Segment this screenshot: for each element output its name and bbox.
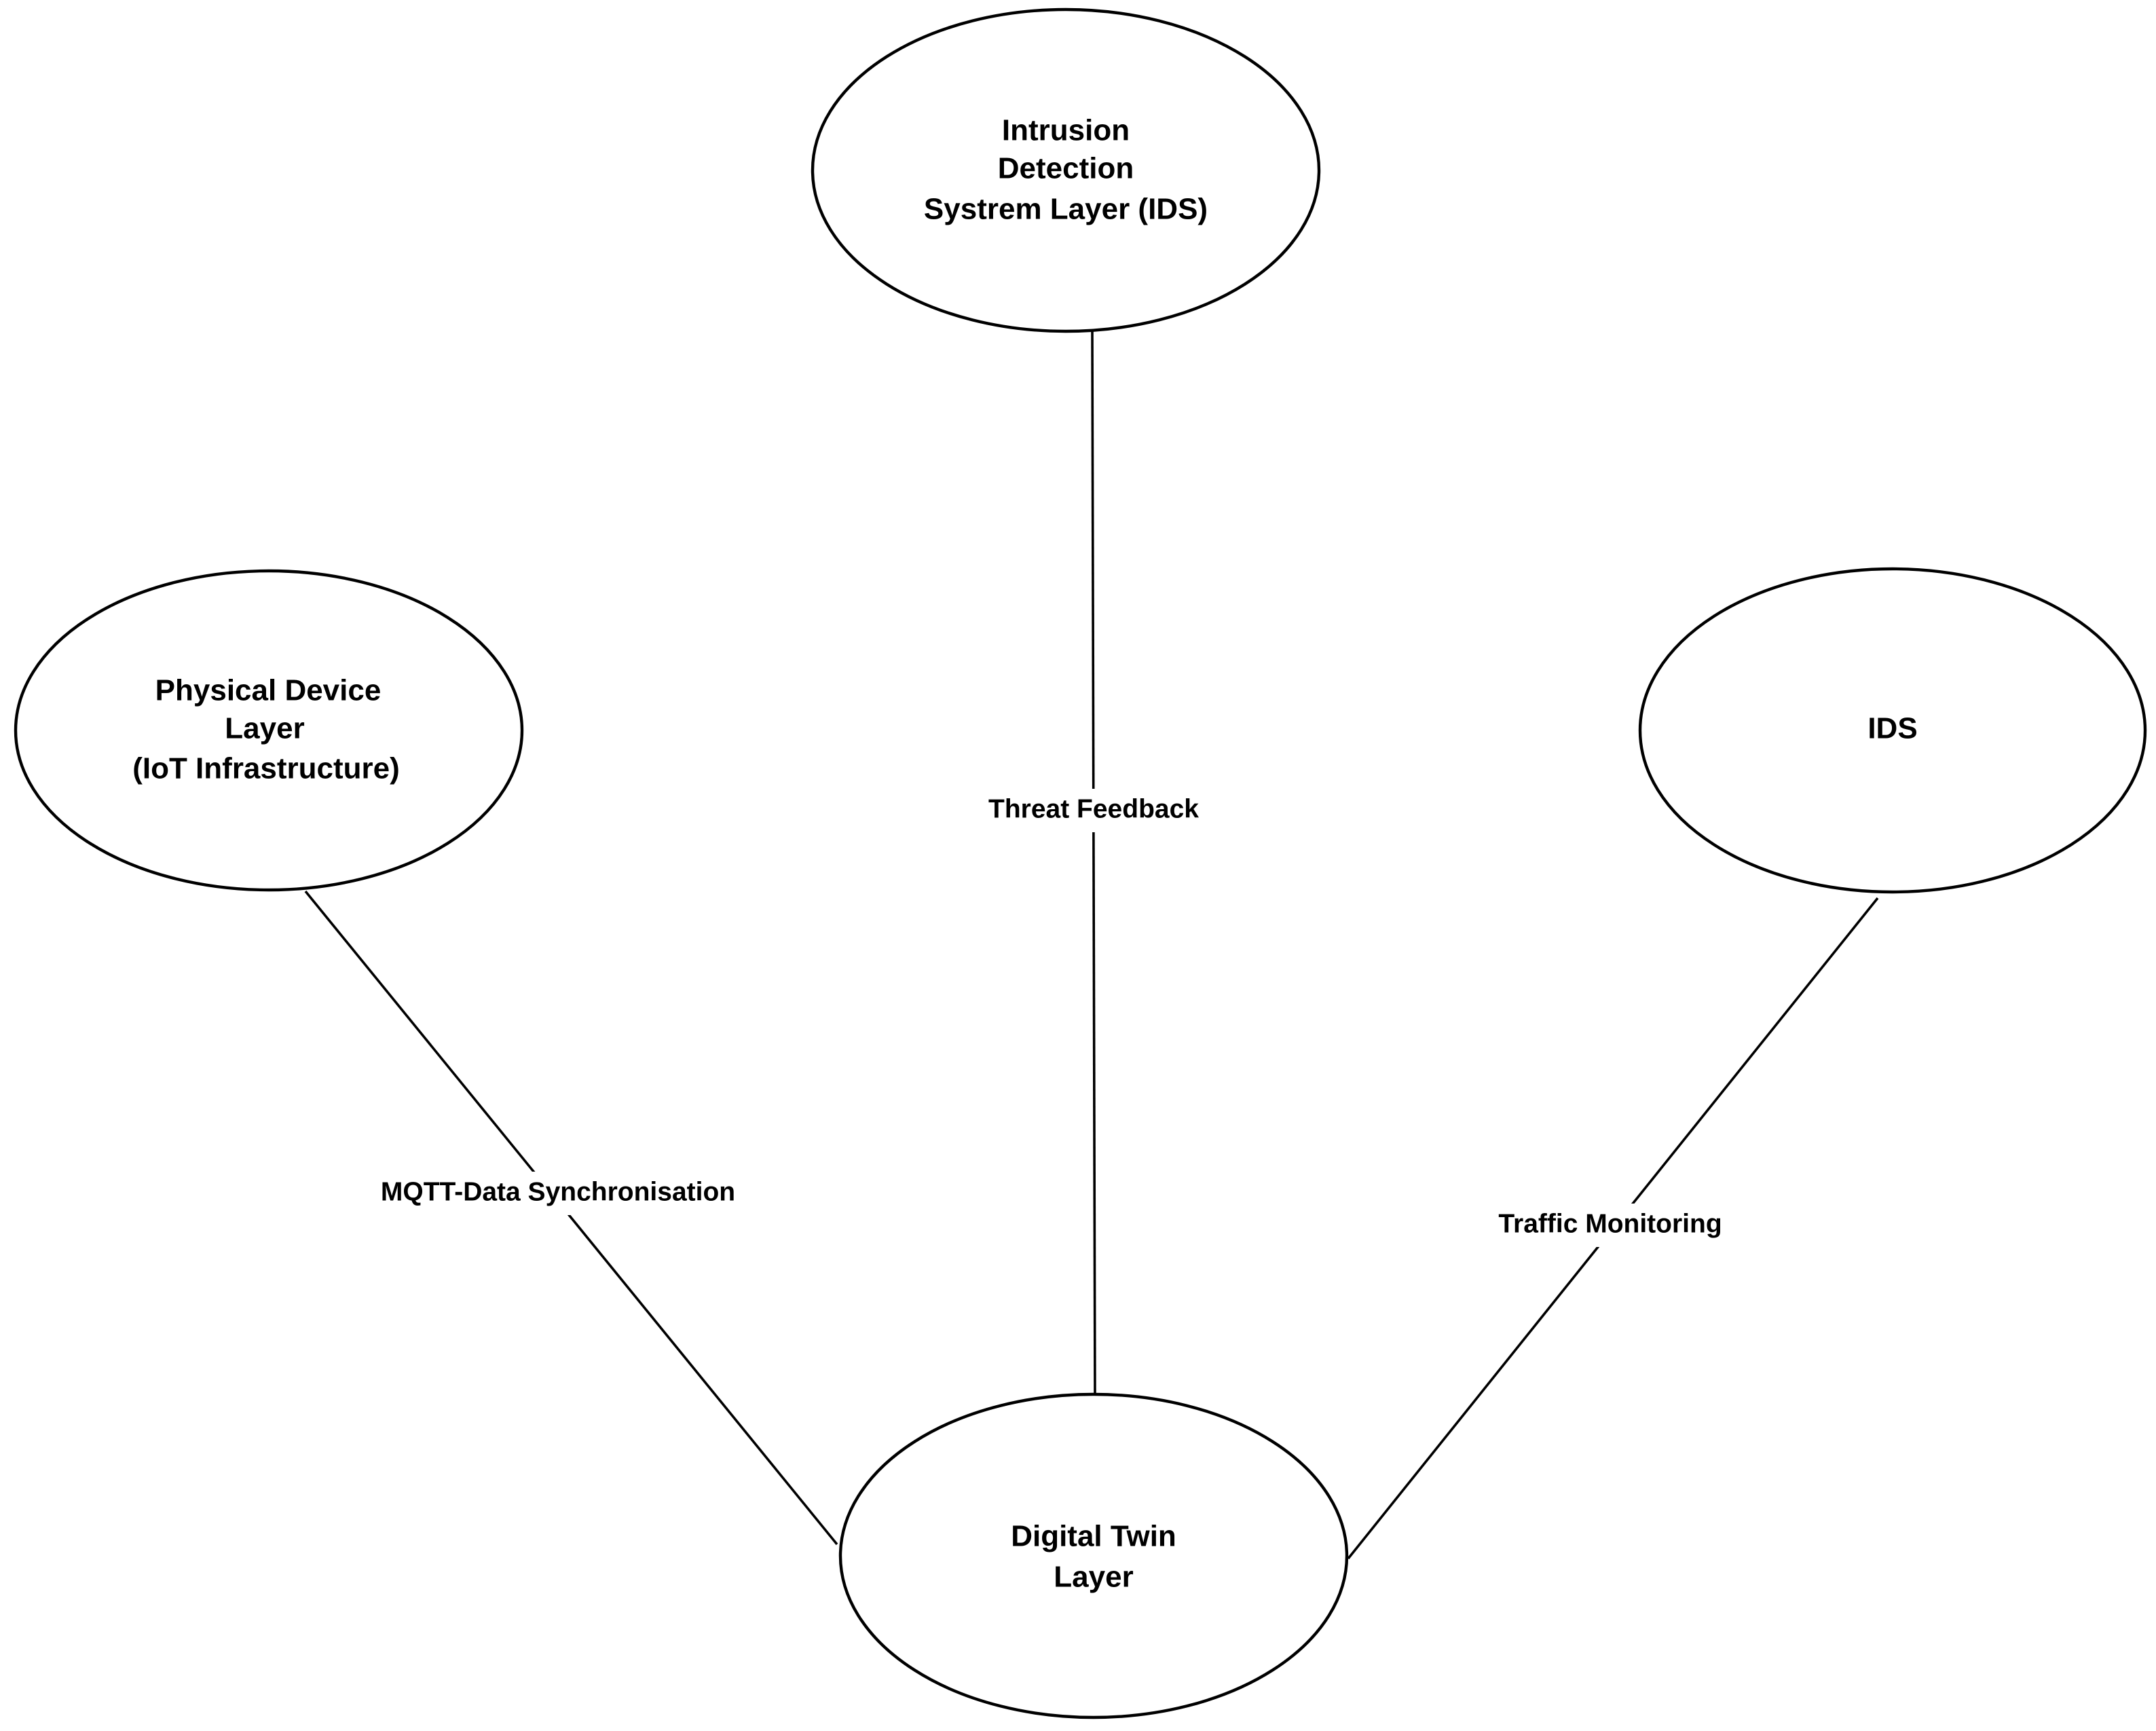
- node-ids-layer-line-3: Systrem Layer (IDS): [924, 193, 1208, 226]
- node-ids-layer[interactable]: Intrusion Detection Systrem Layer (IDS): [811, 7, 1321, 333]
- node-digital-twin-line-2: Layer: [1054, 1561, 1133, 1594]
- node-physical[interactable]: Physical Device Layer (IoT Infrastructur…: [14, 569, 524, 892]
- node-digital-twin-ellipse[interactable]: [838, 1392, 1349, 1719]
- edge-ids-layer-to-digital-twin: [1091, 330, 1096, 1398]
- node-physical-ellipse[interactable]: [14, 569, 524, 892]
- node-ids-line-1: IDS: [1867, 712, 1917, 745]
- edge-label-background-mqtt: [357, 1172, 759, 1215]
- node-digital-twin-line-1: Digital Twin: [1011, 1520, 1176, 1553]
- edge-physical-to-digital-twin: [304, 890, 838, 1546]
- node-ids[interactable]: IDS: [1638, 567, 2147, 894]
- node-physical-line-2: Layer: [225, 712, 304, 745]
- edge-label-background-traffic: [1483, 1204, 1737, 1247]
- edge-label-mqtt: MQTT-Data Synchronisation: [381, 1177, 735, 1206]
- edge-label-threat: Threat Feedback: [988, 794, 1199, 823]
- node-ids-layer-line-1: Intrusion: [1002, 114, 1130, 147]
- edge-label-background-threat: [972, 789, 1215, 832]
- node-digital-twin[interactable]: Digital Twin Layer: [838, 1392, 1349, 1719]
- node-physical-line-3: (IoT Infrastructure): [132, 752, 400, 785]
- node-physical-line-1: Physical Device: [155, 674, 382, 707]
- node-ids-layer-line-2: Detection: [998, 152, 1134, 185]
- node-ids-layer-ellipse[interactable]: [811, 7, 1321, 333]
- node-ids-ellipse[interactable]: [1638, 567, 2147, 894]
- edge-label-traffic: Traffic Monitoring: [1498, 1209, 1722, 1238]
- edges: [304, 330, 1879, 1560]
- edge-labels: MQTT-Data Synchronisation Threat Feedbac…: [357, 789, 1737, 1247]
